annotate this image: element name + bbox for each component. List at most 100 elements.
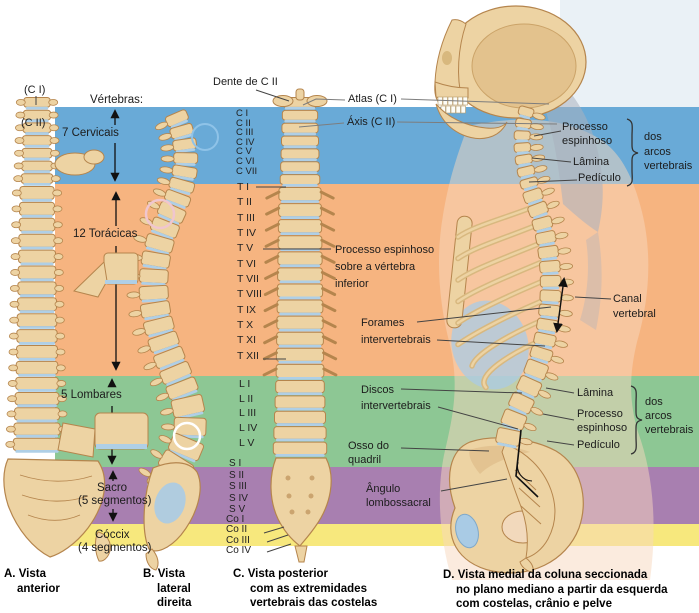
label-lamina-sup: Lâmina [573,156,609,169]
label-region-sacral-sub: (5 segmentos) [78,495,152,508]
label-line: Processo [577,408,623,420]
pediculo-text: Pedículo [578,172,621,184]
vertebra-label: C I [236,108,249,119]
vertebra-labels-thoracic: T I T II T III T IV T V T VI T VII T VII… [237,180,262,364]
label-line: quadril [348,453,382,466]
vertebra-label: C IV [236,136,255,148]
vertebra-label: S IV [229,492,248,504]
lamina-text: Lâmina [573,156,610,168]
label-line: arcos [644,145,671,158]
caption-line: A. Vista [4,568,46,580]
vertebra-label: S III [229,481,247,493]
coccyx-anterior [95,531,111,562]
label-line: Forames [361,317,405,329]
caption-line: lateral [157,582,191,595]
vertebra-label: C V [236,146,252,158]
cervical-facet-circle [191,123,219,151]
vertebras-text: Vértebras: [90,94,144,106]
sacrum-anterior [3,458,106,558]
label-pediculo-sup: Pedículo [578,172,621,185]
brace-superior [626,118,639,187]
vertebra-label: Co II [226,524,248,536]
label-axis: Áxis (C II) [347,116,395,129]
sacro-text: Sacro [97,482,128,494]
label-region-lumbar: 5 Lombares [61,389,122,402]
label-processo-sobre: Processo espinhoso sobre a vértebra infe… [335,242,434,293]
lamina-text: Lâmina [577,387,614,399]
vertebra-label: L I [239,378,251,390]
region-arrows [107,109,121,522]
lumbar-vertebra-icon [57,412,149,458]
hip-bone [449,437,584,574]
vertebra-label: L III [239,407,257,420]
label-line: dos [644,131,662,143]
caption-line: D. Vista medial da coluna seccionada [443,569,648,581]
lumbar-facet-circle [172,421,202,451]
skull-orbit [442,51,452,65]
thoracic-facet-circle [144,198,176,230]
label-line: sobre a vértebra [335,261,416,273]
label-line: Discos [361,384,395,396]
label-line: intervertebrais [361,333,431,346]
caption-line: B. Vista [143,568,185,580]
pubic-symphysis [455,513,479,549]
vertebra-label: L IV [239,422,258,435]
lombares-text: 5 Lombares [61,389,122,401]
caption-line: com costelas, crânio e pelve [456,598,612,610]
caption-line: C. Vista posterior [233,568,329,580]
sacral-foramina [285,475,315,515]
cervical-vertebra-icon [54,149,105,176]
vertebra-label: S II [229,469,245,481]
vertebra-label: T I [237,181,250,193]
dente-text: Dente de C II [213,76,278,88]
toracicas-text: 12 Torácicas [73,228,138,240]
caption-b: B. Vista lateral direita [143,567,192,611]
label-c2-text: (C II) [21,117,46,129]
label-line: intervertebrais [361,400,431,412]
cervicais-text: 7 Cervicais [62,127,119,139]
vertebra-label: L V [239,436,255,449]
vertebra-label: T V [237,242,254,255]
vertebra-label: T X [237,319,254,332]
caption-a: A. Vista anterior [4,567,60,596]
label-atlas: Atlas (C I) [348,93,397,106]
label-dos-arcos-inf: dos arcos vertebrais [645,396,693,437]
label-line: dos [645,396,663,408]
vertebra-label: T XI [237,334,257,347]
vertebra-labels-sacral: S I S II S III S IV S V [229,458,248,516]
label-line: espinhoso [562,135,613,147]
label-dente-c2: Dente de C II [213,76,278,89]
skull-inner-shade [471,23,577,109]
coccix-sub-text: (4 segmentos) [78,542,152,554]
vertebra-labels-coccygeal: Co I Co II Co III Co IV [226,514,251,557]
label-line: inferior [335,278,369,290]
label-line: Osso do [348,440,389,452]
label-region-coccygeal: Cóccix [95,529,130,542]
vertebra-label: T VI [237,257,257,270]
vertebra-label: T III [237,211,255,224]
atlas-wing-right [306,95,328,107]
label-vertebras-header: Vértebras: [90,94,143,107]
vertebra-label: C VII [236,165,258,177]
vertebra-labels-cervical: C I C II C III C IV C V C VI C VII [236,109,257,176]
pediculo-text: Pedículo [577,439,620,451]
vertebra-label: T VIII [237,288,262,301]
vertebra-label: T VII [237,273,259,286]
label-c2: (C II) [21,117,45,130]
vertebra-label: Co III [226,534,250,546]
lumbosacral-angle-arc [516,461,533,482]
dens-of-axis [295,88,305,101]
leader-lines [35,89,643,553]
label-angulo: Ângulo lombossacral [366,482,431,510]
label-region-sacral: Sacro [97,482,127,495]
sacro-sub-text: (5 segmentos) [78,495,152,507]
sacrum-anterior-lines [19,474,93,521]
coccyx-posterior [294,545,308,563]
caption-line: com as extremidades [250,582,367,595]
label-line: espinhoso [577,422,628,434]
sacrum-medial [501,443,556,559]
vertebra-label: S V [229,504,246,516]
caption-line: vertebrais das costelas [250,597,378,609]
